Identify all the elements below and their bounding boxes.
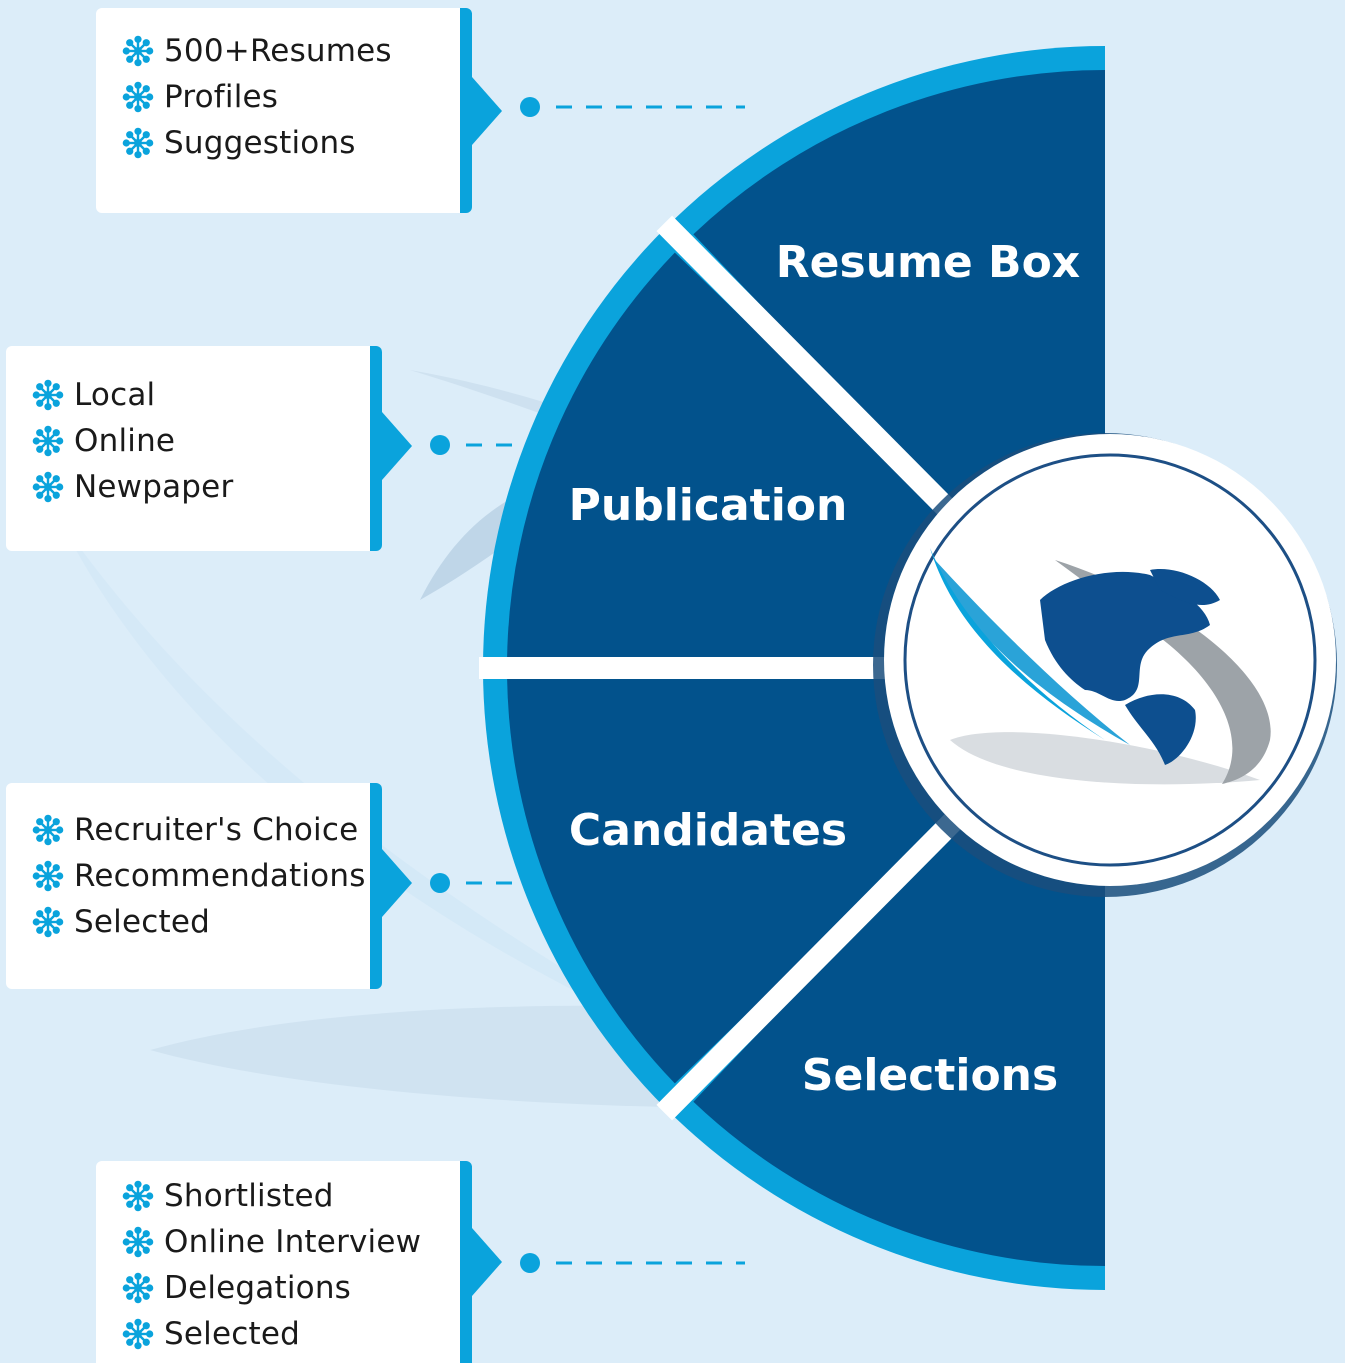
callout-list: Local Online Newpaper bbox=[6, 346, 370, 510]
callout-item: Newpaper bbox=[32, 464, 370, 510]
callout-item: Local bbox=[32, 372, 370, 418]
segment-label: Candidates bbox=[569, 805, 847, 856]
callout-box-publication: Local Online Newpaper bbox=[6, 346, 412, 551]
connector-dot bbox=[520, 1253, 540, 1273]
callout-item: Selected bbox=[122, 1311, 460, 1357]
segment-label: Selections bbox=[802, 1050, 1058, 1101]
connector-dot bbox=[430, 435, 450, 455]
callout-item: Online Interview bbox=[122, 1219, 460, 1265]
snowflake-icon bbox=[122, 1180, 154, 1212]
snowflake-icon bbox=[32, 471, 64, 503]
snowflake-icon bbox=[122, 1272, 154, 1304]
callout-pointer bbox=[472, 77, 502, 145]
callout-pointer bbox=[382, 412, 412, 480]
segment-label: Publication bbox=[569, 480, 848, 531]
callout-box-selections: Shortlisted Online Interview Delegations… bbox=[96, 1161, 502, 1363]
callout-list: 500+Resumes Profiles Suggestions bbox=[96, 8, 460, 166]
callout-box-candidates: Recruiter's Choice Recommendations Selec… bbox=[6, 783, 412, 989]
connector-dot bbox=[520, 97, 540, 117]
callout-item: Recommendations bbox=[32, 853, 370, 899]
snowflake-icon bbox=[32, 906, 64, 938]
snowflake-icon bbox=[122, 127, 154, 159]
callout-list: Shortlisted Online Interview Delegations… bbox=[96, 1161, 460, 1357]
connector-dot bbox=[430, 873, 450, 893]
snowflake-icon bbox=[122, 1318, 154, 1350]
callout-item: Online bbox=[32, 418, 370, 464]
snowflake-icon bbox=[122, 35, 154, 67]
callout-item: Delegations bbox=[122, 1265, 460, 1311]
snowflake-icon bbox=[32, 860, 64, 892]
callout-pointer bbox=[382, 849, 412, 917]
callout-list: Recruiter's Choice Recommendations Selec… bbox=[6, 783, 370, 945]
segment-label: Resume Box bbox=[776, 237, 1080, 288]
callout-item: Recruiter's Choice bbox=[32, 807, 370, 853]
callout-item: Profiles bbox=[122, 74, 460, 120]
snowflake-icon bbox=[122, 81, 154, 113]
connector-group bbox=[430, 97, 745, 1273]
callout-item: Suggestions bbox=[122, 120, 460, 166]
callout-box-resume-box: 500+Resumes Profiles Suggestions bbox=[96, 8, 502, 213]
snowflake-icon bbox=[32, 379, 64, 411]
snowflake-icon bbox=[122, 1226, 154, 1258]
callout-item: Shortlisted bbox=[122, 1173, 460, 1219]
callout-item: Selected bbox=[32, 899, 370, 945]
callout-item: 500+Resumes bbox=[122, 28, 460, 74]
callout-pointer bbox=[472, 1228, 502, 1296]
snowflake-icon bbox=[32, 814, 64, 846]
snowflake-icon bbox=[32, 425, 64, 457]
globe-logo-icon bbox=[873, 433, 1337, 897]
